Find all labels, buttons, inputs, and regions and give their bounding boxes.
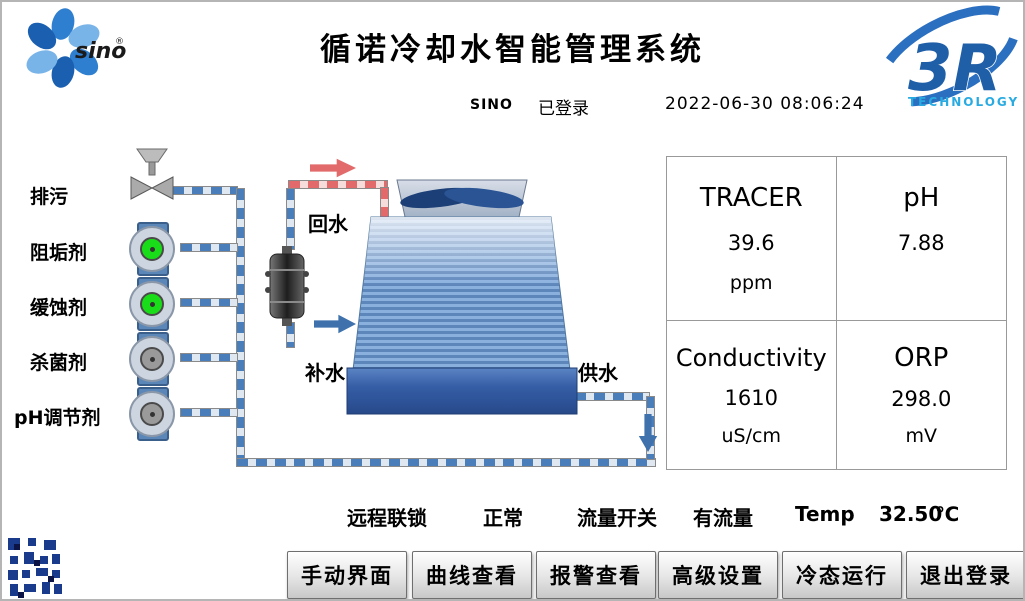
label-ph-adjuster: pH调节剂 bbox=[14, 407, 101, 429]
sino-logo-text: sino bbox=[75, 39, 126, 64]
pipe-pump3-stub bbox=[180, 353, 238, 362]
pump-status-indicator bbox=[140, 347, 164, 371]
measurement-value: 7.88 bbox=[897, 230, 945, 255]
tower-basin bbox=[346, 367, 578, 415]
label-blowdown: 排污 bbox=[30, 186, 69, 208]
flow-switch-value: 有流量 bbox=[693, 506, 753, 530]
label-makeup-water: 补水 bbox=[305, 361, 345, 385]
measurement-conductivity: Conductivity 1610 uS/cm bbox=[667, 321, 837, 469]
return-flow-arrow bbox=[310, 158, 356, 178]
alarm-view-button[interactable]: 报警查看 bbox=[536, 551, 656, 599]
supply-flow-arrow bbox=[638, 414, 658, 452]
pipe-pump4-stub bbox=[180, 408, 238, 417]
fan-blades-icon bbox=[400, 187, 524, 209]
pump-body bbox=[129, 281, 175, 327]
pump-scale-inhibitor[interactable] bbox=[124, 222, 182, 276]
3r-logo-subtext: TECHNOLOGY bbox=[908, 95, 1019, 109]
measurement-unit: ppm bbox=[729, 272, 773, 295]
label-biocide: 杀菌剂 bbox=[30, 352, 88, 374]
manual-screen-button[interactable]: 手动界面 bbox=[287, 551, 407, 599]
pipe-blowdown bbox=[172, 186, 238, 195]
measurement-orp: ORP 298.0 mV bbox=[837, 321, 1007, 469]
sino-logo-reg-mark: ® bbox=[115, 37, 124, 47]
logged-in-user: SINO bbox=[470, 97, 513, 113]
measurement-name: pH bbox=[903, 182, 940, 213]
cold-run-button[interactable]: 冷态运行 bbox=[782, 551, 902, 599]
pipe-pump1-stub bbox=[180, 243, 238, 252]
pump-status-indicator bbox=[140, 292, 164, 316]
flow-switch-label: 流量开关 bbox=[577, 506, 657, 530]
qr-code bbox=[6, 536, 64, 599]
logout-button[interactable]: 退出登录 bbox=[906, 551, 1023, 599]
measurement-name: TRACER bbox=[699, 182, 803, 213]
datetime-display: 2022-06-30 08:06:24 bbox=[665, 94, 865, 114]
pump-body bbox=[129, 336, 175, 382]
measurement-value: 298.0 bbox=[891, 387, 952, 411]
pipe-dosing-main bbox=[236, 188, 245, 466]
login-status: 已登录 bbox=[538, 99, 589, 119]
measurement-name: Conductivity bbox=[675, 343, 827, 372]
interlock-label: 远程联锁 bbox=[347, 506, 427, 530]
measurement-name: ORP bbox=[894, 343, 949, 373]
temp-label: Temp bbox=[795, 502, 855, 526]
measurement-unit: mV bbox=[905, 425, 937, 447]
3r-logo-text: 3R bbox=[908, 32, 1002, 106]
measurement-value: 1610 bbox=[724, 386, 778, 410]
label-supply-water: 供水 bbox=[578, 361, 618, 385]
cooling-tower bbox=[346, 179, 578, 415]
page-title: 循诺冷却水智能管理系统 bbox=[320, 32, 705, 68]
pump-ph-adjuster[interactable] bbox=[124, 387, 182, 441]
temp-value: 32.50 bbox=[879, 502, 943, 526]
pipe-return-horizontal bbox=[288, 180, 388, 189]
curve-view-button[interactable]: 曲线查看 bbox=[412, 551, 532, 599]
measurement-tracer: TRACER 39.6 ppm bbox=[667, 157, 837, 321]
blowdown-valve[interactable] bbox=[127, 147, 177, 205]
pipe-bottom-main bbox=[236, 458, 656, 467]
pipe-pump2-stub bbox=[180, 298, 238, 307]
label-return-water: 回水 bbox=[308, 212, 348, 236]
pump-status-indicator bbox=[140, 237, 164, 261]
label-scale-inhibitor: 阻垢剂 bbox=[30, 242, 88, 264]
advanced-settings-button[interactable]: 高级设置 bbox=[658, 551, 778, 599]
pipe-filter-inlet bbox=[286, 188, 295, 250]
interlock-value: 正常 bbox=[483, 506, 523, 530]
filter-vessel bbox=[265, 246, 309, 326]
sino-logo: sino ® bbox=[26, 8, 126, 88]
label-corrosion-inhibitor: 缓蚀剂 bbox=[30, 297, 88, 319]
measurement-panel: TRACER 39.6 ppm pH 7.88 Conductivity 161… bbox=[666, 156, 1007, 470]
pump-body bbox=[129, 391, 175, 437]
pump-status-indicator bbox=[140, 402, 164, 426]
measurement-unit: uS/cm bbox=[721, 424, 781, 447]
measurement-value: 39.6 bbox=[727, 230, 775, 255]
pump-corrosion-inhibitor[interactable] bbox=[124, 277, 182, 331]
measurement-ph: pH 7.88 bbox=[836, 157, 1006, 321]
pipe-supply-horizontal bbox=[574, 392, 650, 401]
pump-body bbox=[129, 226, 175, 272]
3r-technology-logo: 3R TECHNOLOGY bbox=[876, 5, 1020, 109]
temp-unit: ℃ bbox=[935, 502, 960, 526]
pump-biocide[interactable] bbox=[124, 332, 182, 386]
